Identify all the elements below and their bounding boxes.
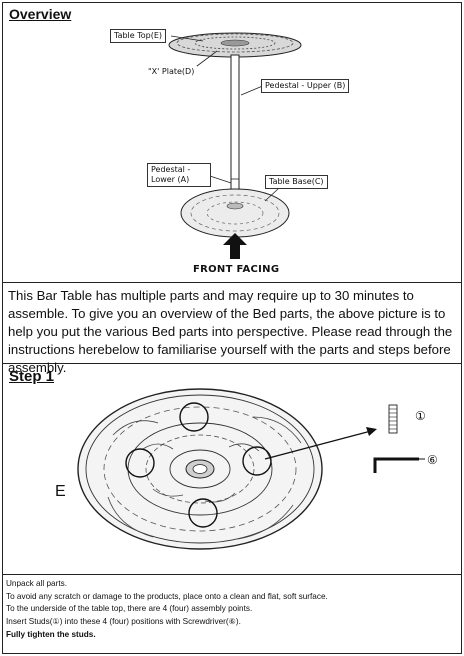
callout-table-base: Table Base(C) bbox=[265, 175, 328, 189]
instruction-line: To avoid any scratch or damage to the pr… bbox=[6, 591, 328, 601]
instruction-line: Unpack all parts. bbox=[6, 579, 67, 588]
instruction-line-emphasis: Fully tighten the studs. bbox=[6, 629, 96, 639]
step1-instructions: Unpack all parts. To avoid any scratch o… bbox=[3, 576, 461, 644]
overview-panel: Overview Table Top(E) "X' Plate(D bbox=[3, 3, 461, 283]
instruction-line: Insert Studs(①) into these 4 (four) posi… bbox=[6, 617, 241, 627]
callout-pedestal-lower: Pedestal - Lower (A) bbox=[147, 163, 211, 187]
instruction-line: To the underside of the table top, there… bbox=[6, 604, 253, 614]
table-overview-illustration bbox=[168, 32, 302, 259]
front-facing-label: FRONT FACING bbox=[193, 264, 280, 275]
callout-pedestal-upper: Pedestal - Upper (B) bbox=[261, 79, 350, 93]
table-top-underside-illustration bbox=[77, 388, 425, 550]
intro-paragraph: This Bar Table has multiple parts and ma… bbox=[3, 284, 461, 375]
step1-panel: Step 1 bbox=[3, 365, 461, 575]
screwdriver-number-label: ⑥ bbox=[427, 453, 438, 467]
part-letter-e: E bbox=[55, 483, 66, 500]
overview-heading: Overview bbox=[9, 6, 72, 22]
stud-number-label: ① bbox=[415, 409, 426, 423]
step1-heading: Step 1 bbox=[9, 368, 55, 385]
callout-x-plate: "X' Plate(D) bbox=[145, 66, 198, 78]
callout-table-top: Table Top(E) bbox=[110, 29, 167, 43]
